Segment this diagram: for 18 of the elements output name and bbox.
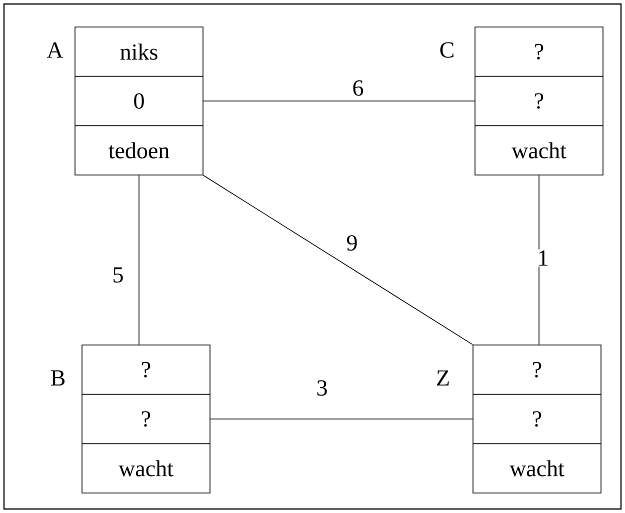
edge-label: 1 [536,249,550,267]
record-box: ? ? wacht B [51,344,210,494]
edge-label: 9 [345,234,359,252]
edge-label: 3 [315,379,329,397]
connector-line [203,100,475,102]
node-label: C [440,42,454,58]
connector-line [538,175,540,345]
connector-line [138,175,140,345]
connector-line [203,175,473,345]
record-box: niks 0 tedoen A [46,26,204,176]
record-box: ? ? wacht C [440,26,604,176]
node-label: Z [437,370,449,386]
connector-line [210,418,473,420]
node-label: A [46,42,64,58]
edge-label: 6 [351,79,365,97]
record-box: ? ? wacht Z [437,344,602,494]
edge-label: 5 [111,266,125,284]
node-label: B [50,370,65,386]
